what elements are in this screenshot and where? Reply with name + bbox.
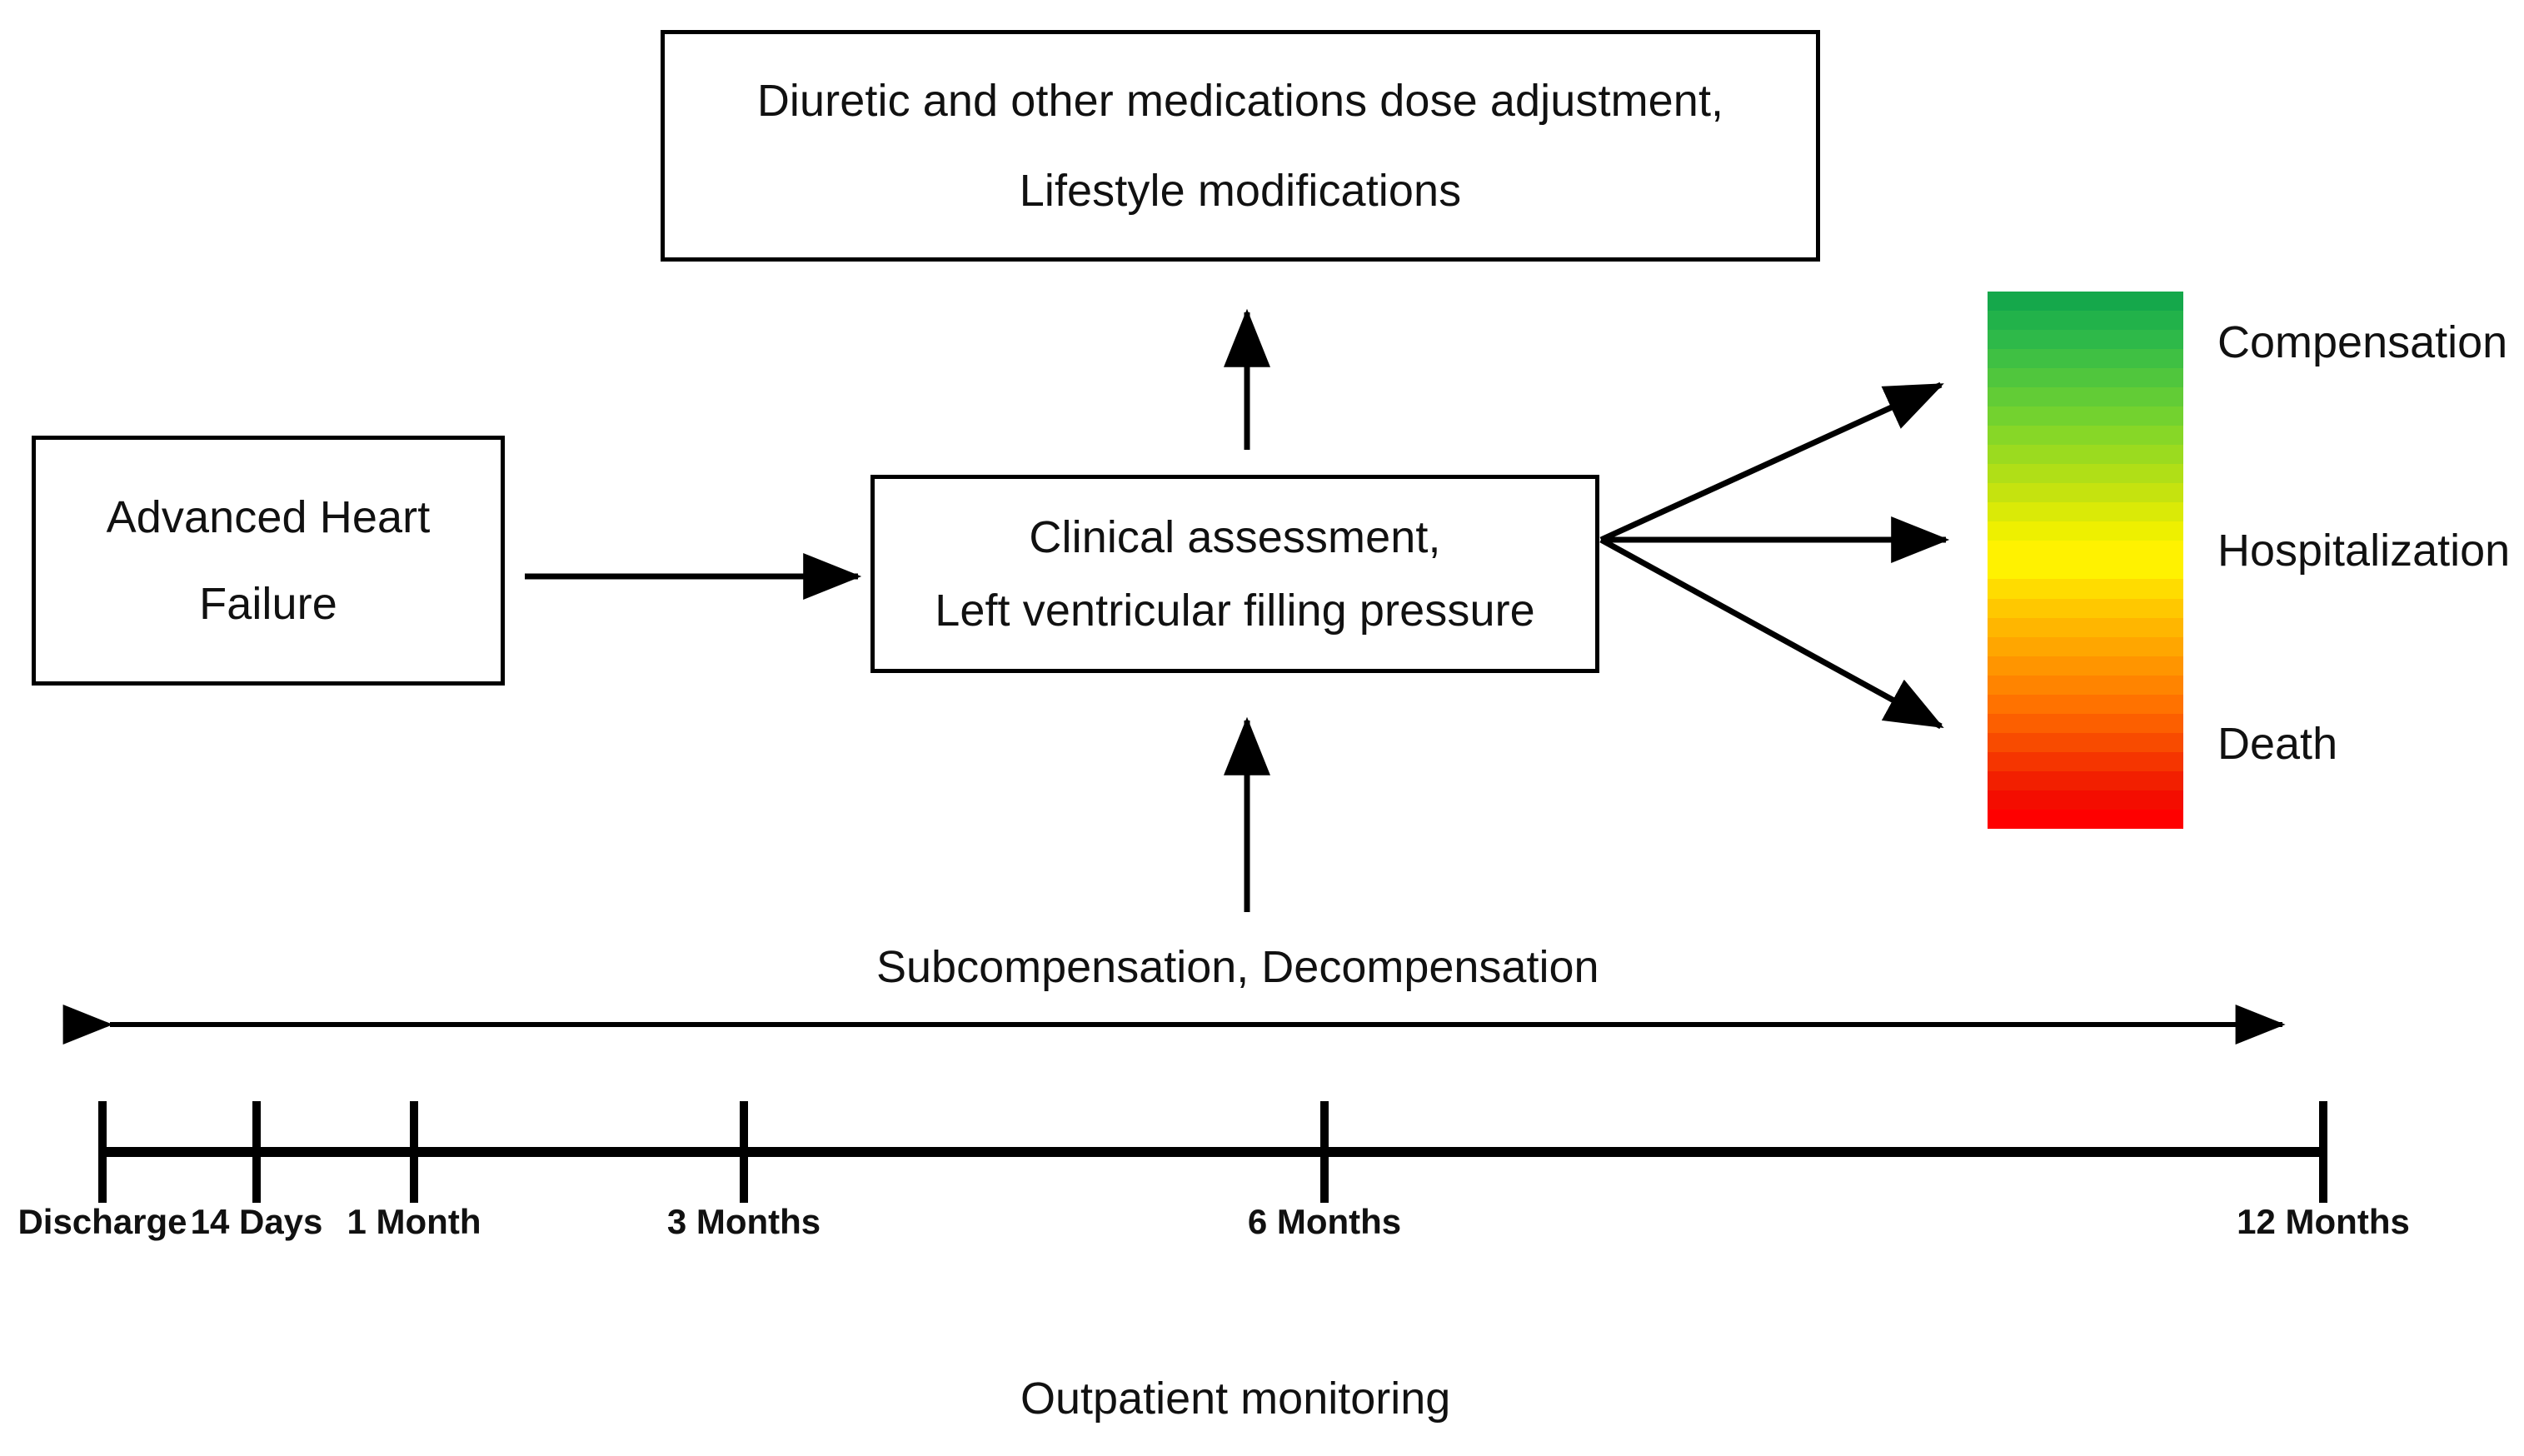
gradient-band (1988, 387, 2183, 407)
gradient-band (1988, 426, 2183, 446)
advanced-hf-line-2: Failure (199, 579, 337, 629)
gradient-band (1988, 502, 2183, 522)
gradient-band (1988, 579, 2183, 599)
gradient-band (1988, 406, 2183, 426)
gradient-band (1988, 598, 2183, 618)
gradient-band (1988, 464, 2183, 484)
gradient-band (1988, 636, 2183, 656)
treatment-line-2: Lifestyle modifications (1019, 166, 1462, 216)
gradient-band (1988, 541, 2183, 561)
timeline-tick-label: Discharge (17, 1202, 187, 1241)
gradient-band (1988, 656, 2183, 676)
timeline-axis (98, 1101, 2327, 1203)
treatment-line-1: Diuretic and other medications dose adju… (756, 76, 1724, 126)
gradient-band (1988, 732, 2183, 752)
arrow-clinical-to-compensation (1599, 381, 1944, 543)
clinical-line-1: Clinical assessment, (1029, 512, 1441, 562)
risk-gradient-bar (1988, 292, 2183, 829)
scale-label-death: Death (2217, 719, 2338, 769)
clinical-line-2: Left ventricular filling pressure (935, 586, 1535, 636)
treatment-box: Diuretic and other medications dose adju… (661, 30, 1820, 262)
subcompensation-decompensation-caption: Subcompensation, Decompensation (876, 942, 1599, 992)
advanced-hf-line-1: Advanced Heart (106, 492, 431, 542)
gradient-band (1988, 349, 2183, 369)
timeline-tick-label: 3 Months (666, 1202, 821, 1241)
clinical-assessment-box: Clinical assessment, Left ventricular fi… (870, 475, 1599, 673)
timeline-tick-label: 14 Days (190, 1202, 323, 1241)
gradient-band (1988, 445, 2183, 465)
gradient-band (1988, 483, 2183, 503)
gradient-band (1988, 292, 2183, 312)
scale-label-hospitalization: Hospitalization (2217, 526, 2511, 576)
timeline-tick-label: 6 Months (1247, 1202, 1402, 1241)
advanced-heart-failure-box: Advanced Heart Failure (32, 436, 505, 686)
gradient-band (1988, 751, 2183, 771)
gradient-band (1988, 560, 2183, 580)
gradient-band (1988, 790, 2183, 810)
gradient-band (1988, 713, 2183, 733)
gradient-band (1988, 330, 2183, 350)
gradient-band (1988, 617, 2183, 637)
gradient-band (1988, 694, 2183, 714)
gradient-band (1988, 368, 2183, 388)
gradient-band (1988, 809, 2183, 829)
gradient-band (1988, 521, 2183, 541)
outpatient-monitoring-caption: Outpatient monitoring (1020, 1374, 1451, 1424)
scale-label-compensation: Compensation (2217, 317, 2508, 367)
arrow-clinical-to-death (1599, 536, 1944, 730)
gradient-band (1988, 675, 2183, 695)
timeline-tick-label: 12 Months (2237, 1202, 2410, 1241)
timeline-tick-label: 1 Month (347, 1202, 481, 1241)
gradient-band (1988, 770, 2183, 790)
gradient-band (1988, 311, 2183, 331)
